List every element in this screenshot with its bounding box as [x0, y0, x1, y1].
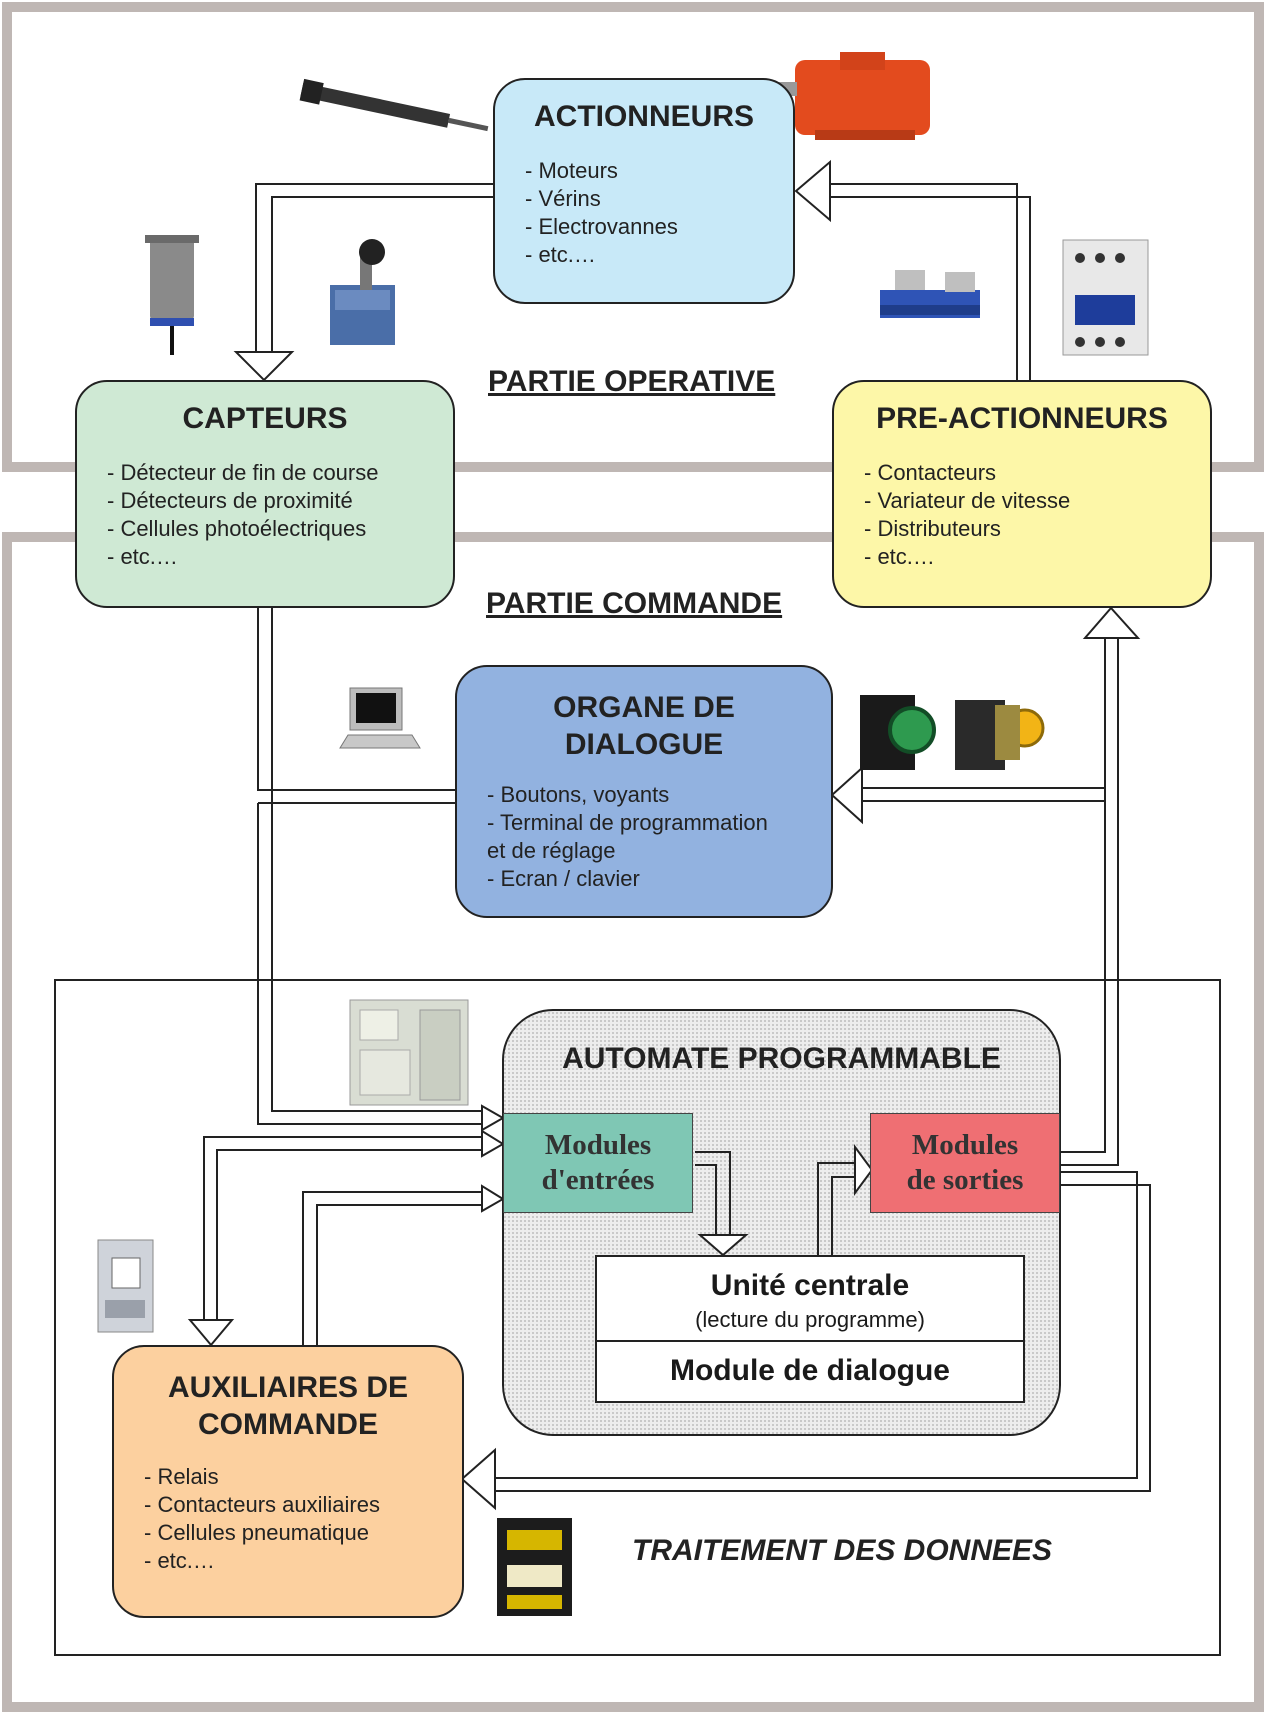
list-item: - Ecran / clavier: [487, 866, 640, 891]
contacteur-image: [1062, 239, 1149, 356]
auxiliaires-title-line2: COMMANDE: [198, 1408, 378, 1441]
moteur-image: [775, 52, 930, 140]
actionneurs-box: ACTIONNEURS - Moteurs - Vérins - Electro…: [493, 78, 795, 304]
channel-auxiliaires-feedback: [302, 1191, 482, 1345]
pre-actionneurs-title: PRE-ACTIONNEURS: [876, 402, 1168, 435]
channel-actionneurs-capteurs: [255, 183, 493, 352]
unite-centrale-box: Unité centrale (lecture du programme): [595, 1255, 1025, 1342]
list-item: - Vérins: [525, 186, 601, 211]
list-item: - Cellules pneumatique: [144, 1520, 370, 1545]
module-dialogue-label: Module de dialogue: [669, 1354, 950, 1387]
list-item: - etc.…: [864, 544, 935, 569]
actionneurs-list: - Moteurs - Vérins - Electrovannes - etc…: [525, 157, 793, 269]
arrowhead-to-entrees-2: [481, 1129, 505, 1158]
organe-dialogue-list: - Boutons, voyants - Terminal de program…: [487, 781, 831, 893]
verin-image: [299, 78, 489, 132]
auxiliaires-title-line1: AUXILIAIRES DE: [167, 1371, 409, 1404]
traitement-frame: [54, 979, 1221, 1656]
list-item: - Cellules photoélectriques: [107, 516, 367, 541]
automate-image: [349, 999, 469, 1106]
relais-image: [97, 1239, 154, 1333]
channel-uc-sorties: [817, 1162, 855, 1255]
organe-dialogue-title: ORGANE DE DIALOGUE: [457, 689, 831, 763]
distributeur-image: [880, 270, 980, 318]
arrowhead-to-preactionneurs: [1082, 606, 1141, 639]
arrowhead-to-auxiliaires: [187, 1319, 235, 1347]
fin-de-course-image: [330, 239, 395, 345]
list-item: - Contacteurs auxiliaires: [144, 1492, 380, 1517]
arrowhead-to-auxiliaires-right: [460, 1447, 496, 1511]
actionneurs-title: ACTIONNEURS: [533, 100, 754, 133]
pre-actionneurs-list: - Contacteurs - Variateur de vitesse - D…: [864, 459, 1210, 571]
partie-operative-label: PARTIE OPERATIVE: [488, 365, 776, 398]
list-item: et de réglage: [487, 838, 616, 863]
modules-sorties: Modules de sorties: [870, 1113, 1060, 1213]
list-item: - Détecteur de fin de course: [107, 460, 379, 485]
partie-commande-label: PARTIE COMMANDE: [486, 587, 783, 620]
modules-entrees: Modules d'entrées: [503, 1113, 693, 1213]
list-item: - Détecteurs de proximité: [107, 488, 353, 513]
arrowhead-to-actionneurs: [794, 159, 831, 223]
automate-title: AUTOMATE PROGRAMMABLE: [562, 1042, 1001, 1075]
channel-auxiliaires-input: [203, 1136, 482, 1320]
terminal-image: [339, 687, 421, 749]
module-dialogue-box: Module de dialogue: [595, 1340, 1025, 1403]
list-item: - etc.…: [144, 1548, 215, 1573]
unite-centrale-title: Unité centrale: [710, 1269, 910, 1302]
arrowhead-to-sorties: [854, 1143, 874, 1197]
channel-entrees-uc: [695, 1151, 731, 1235]
traitement-label: TRAITEMENT DES DONNEES: [632, 1534, 1053, 1567]
list-item: - etc.…: [107, 544, 178, 569]
list-item: - etc.…: [525, 242, 596, 267]
organe-title-line2: DIALOGUE: [564, 728, 724, 761]
pre-actionneurs-box: PRE-ACTIONNEURS - Contacteurs - Variateu…: [832, 380, 1212, 608]
partie-operative-frame: [2, 2, 1264, 472]
arrowhead-to-entrees-3: [481, 1184, 505, 1213]
list-item: - Distributeurs: [864, 516, 1001, 541]
sorties-line2: de sorties: [906, 1164, 1024, 1196]
boutons-image: [860, 695, 1045, 770]
list-item: - Contacteurs: [864, 460, 997, 485]
channel-sorties-preactionneurs: [1060, 638, 1106, 1153]
capteurs-list: - Détecteur de fin de course - Détecteur…: [107, 459, 453, 571]
entrees-line2: d'entrées: [541, 1164, 655, 1196]
sorties-line1: Modules: [911, 1129, 1019, 1161]
list-item: - Moteurs: [525, 158, 618, 183]
auxiliaires-box: AUXILIAIRES DE COMMANDE - Relais - Conta…: [112, 1345, 464, 1618]
capteurs-title: CAPTEURS: [182, 402, 348, 435]
partie-commande-frame: [2, 532, 1264, 1712]
capteur-proximite-image: [145, 235, 199, 355]
organe-title-line1: ORGANE DE: [553, 691, 735, 724]
entrees-line1: Modules: [544, 1129, 652, 1161]
arrowhead-to-uc: [697, 1234, 749, 1257]
unite-centrale-subtitle: (lecture du programme): [695, 1307, 925, 1332]
list-item: - Boutons, voyants: [487, 782, 670, 807]
contacteur-auxiliaire-image: [497, 1518, 572, 1616]
organe-dialogue-box: ORGANE DE DIALOGUE - Boutons, voyants - …: [455, 665, 833, 918]
list-item: - Relais: [144, 1464, 219, 1489]
arrowhead-to-entrees-1: [481, 1104, 506, 1132]
arrowhead-to-organe: [830, 765, 863, 825]
arrowhead-to-capteurs: [233, 351, 295, 382]
channel-capteurs-organe: [257, 608, 455, 791]
flow-channels: [203, 183, 1151, 1492]
list-item: - Variateur de vitesse: [864, 488, 1071, 513]
capteurs-box: CAPTEURS - Détecteur de fin de course - …: [75, 380, 455, 608]
channel-preactionneurs-actionneurs: [830, 183, 1018, 380]
auxiliaires-title: AUXILIAIRES DE COMMANDE: [114, 1369, 462, 1443]
list-item: - Electrovannes: [525, 214, 678, 239]
auxiliaires-list: - Relais - Contacteurs auxiliaires - Cel…: [144, 1463, 462, 1575]
channel-sorties-auxiliaires: [495, 1171, 1138, 1479]
list-item: - Terminal de programmation: [487, 810, 768, 835]
